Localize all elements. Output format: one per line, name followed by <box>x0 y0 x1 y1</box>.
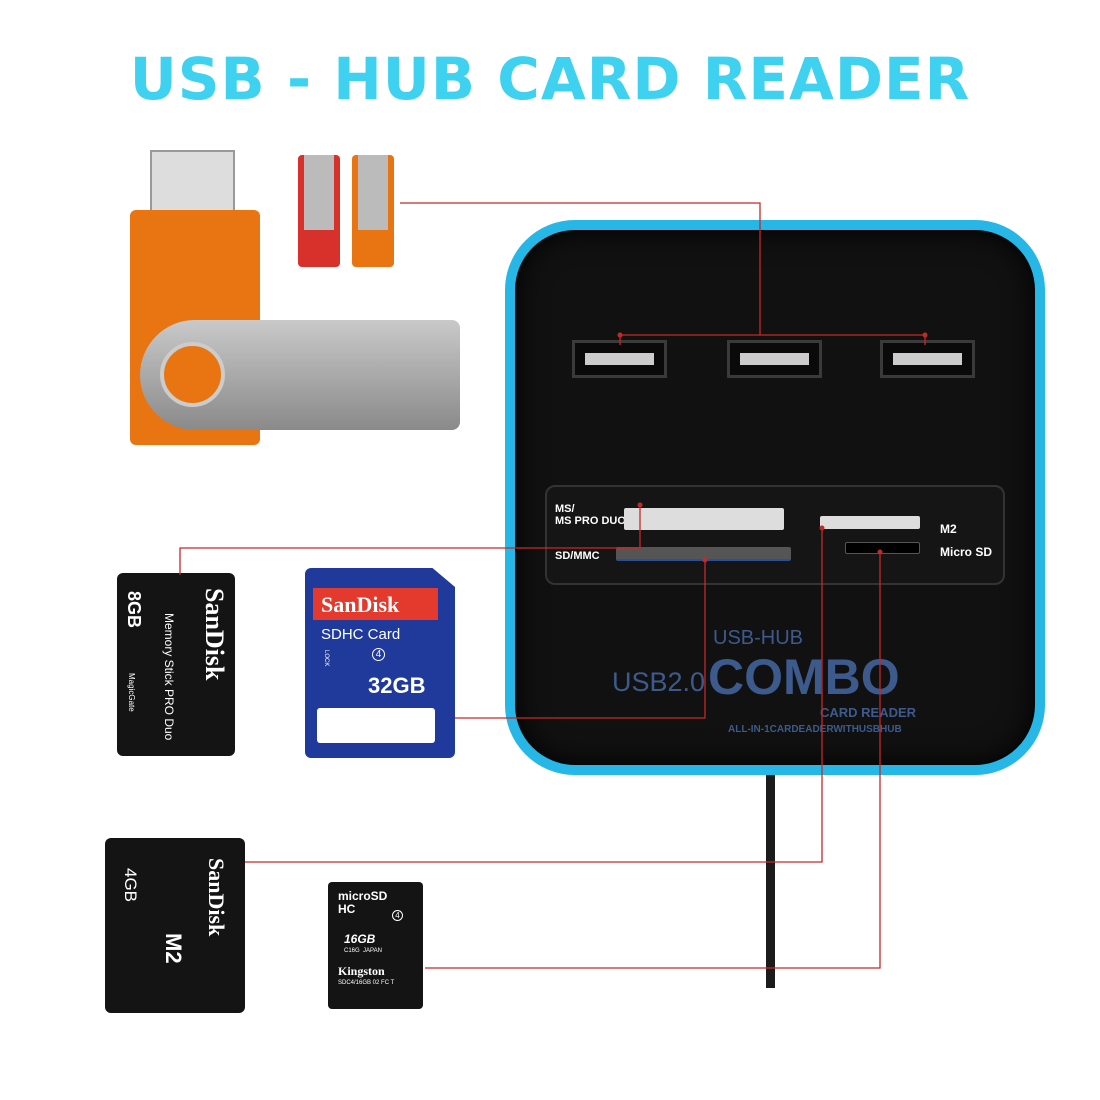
card-brand: SanDisk <box>200 588 229 681</box>
ms-slot <box>624 508 784 530</box>
card-sub: MagicGate <box>127 673 136 712</box>
card-type: Memory Stick PRO Duo <box>162 613 176 741</box>
card-capacity: 4GB <box>121 868 140 903</box>
line-flash-drives <box>400 202 761 335</box>
card-class: 4 <box>372 648 385 661</box>
label-ms: MS/ <box>555 503 575 515</box>
print-usb-hub: USB-HUB <box>713 627 804 649</box>
print-combo: COMBO <box>708 649 900 705</box>
card-type: SDHC Card <box>321 626 401 643</box>
card-lock: LOCK <box>323 650 329 667</box>
label-sd-mmc: SD/MMC <box>555 550 600 562</box>
label-micro-sd: Micro SD <box>940 545 993 559</box>
card-slot-panel <box>545 485 1005 585</box>
card-brand: SanDisk <box>321 592 400 617</box>
card-capacity: 32GB <box>368 673 426 698</box>
flash-drive-orange <box>352 155 394 267</box>
card-line: C16G JAPAN <box>344 948 382 954</box>
swivel-pivot <box>160 342 225 407</box>
ms-pro-duo-card: SanDisk Memory Stick PRO Duo 8GB MagicGa… <box>117 573 235 756</box>
m2-slot <box>820 516 920 529</box>
usb-port-2 <box>727 340 822 378</box>
sdhc-card: SanDisk SDHC Card 4 32GB LOCK <box>305 568 455 758</box>
print-usb2: USB2.0 <box>612 667 706 697</box>
card-model: SDC4/16GB 02 FC T <box>338 980 395 986</box>
m2-card: SanDisk M2 4GB <box>105 838 245 1013</box>
card-class: 4 <box>392 910 403 921</box>
line-ms-pro-duo <box>179 505 641 575</box>
card-brand: Kingston <box>338 964 385 978</box>
line-microsd <box>425 552 881 969</box>
print-card-reader: CARD READER <box>820 705 917 720</box>
usb-flash-drive <box>130 150 480 450</box>
card-brand: SanDisk <box>204 858 229 937</box>
line-m2 <box>245 528 823 863</box>
print-tagline: ALL-IN-1CARDEADERWITHUSBHUB <box>728 724 902 735</box>
usb-port-3 <box>880 340 975 378</box>
page-title: USB - HUB CARD READER <box>129 45 971 113</box>
label-ms-pro-duo: MS PRO DUO <box>555 515 626 527</box>
microsd-card: microSD HC 4 16GB C16G JAPAN Kingston SD… <box>328 882 423 1009</box>
flash-drive-red <box>298 155 340 267</box>
card-logo: microSD HC <box>338 889 388 916</box>
card-capacity: 16GB <box>344 932 376 946</box>
line-sdhc <box>455 560 706 719</box>
usb-cable <box>766 770 775 988</box>
line-usb-ports <box>619 334 926 345</box>
microsd-slot <box>845 542 920 554</box>
card-type: M2 <box>161 933 186 964</box>
label-m2: M2 <box>940 522 957 536</box>
card-capacity: 8GB <box>124 591 144 629</box>
